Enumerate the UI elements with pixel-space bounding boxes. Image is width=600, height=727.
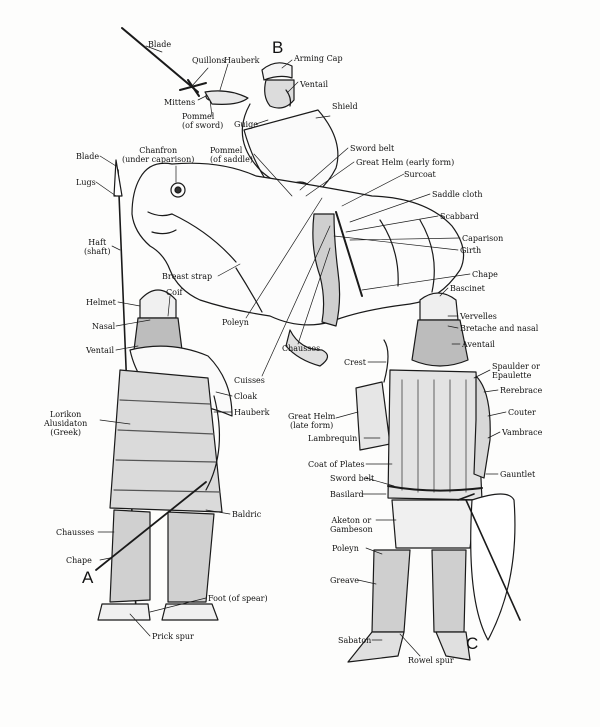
label-c-rowel-spur: Rowel spur [408,656,454,665]
label-c-basilard: Basilard [330,490,364,499]
figure-letter-c: C [466,634,479,653]
label-b-quillons: Quillons [192,56,226,65]
label-b-girth: Girth [460,246,482,255]
label-c-aventail: Aventail [462,340,495,349]
label-a-nasal: Nasal [92,322,116,331]
label-b-breast-strap: Breast strap [162,272,213,281]
label-a-lorikon: Lorikon Alusidaton (Greek) [44,410,88,437]
label-b-cuisses: Cuisses [234,376,265,385]
label-a-foot-of-spear: Foot (of spear) [208,594,268,603]
label-a-helmet: Helmet [86,298,116,307]
label-c-coat-of-plates: Coat of Plates [308,460,365,469]
label-c-rerebrace: Rerebrace [500,386,543,395]
label-a-blade: Blade [76,152,100,161]
label-a-haft: Haft (shaft) [84,238,111,256]
label-b-chausses: Chausses [282,344,321,353]
label-b-guige: Guige [234,120,258,129]
label-a-chausses: Chausses [56,528,95,537]
label-b-hauberk: Hauberk [224,56,260,65]
label-a-hauberk: Hauberk [234,408,270,417]
label-c-great-helm-late: Great Helm (late form) [288,412,336,430]
label-c-poleyn: Poleyn [332,544,359,553]
label-a-chape: Chape [66,556,92,565]
label-c-gauntlet: Gauntlet [500,470,536,479]
label-c-vervelles: Vervelles [460,312,497,321]
label-a-prick-spur: Prick spur [152,632,194,641]
label-c-crest: Crest [344,358,366,367]
label-c-bretache: Bretache and nasal [460,324,539,333]
label-b-saddle-cloth: Saddle cloth [432,190,483,199]
label-b-pommel-sword: Pommel (of sword) [182,112,224,130]
label-b-chanfron: Chanfron (under caparison) [122,146,195,164]
label-b-scabbard: Scabbard [440,212,479,221]
label-c-aketon: Aketon or Gambeson [330,516,373,534]
label-b-chape: Chape [472,270,498,279]
label-b-great-helm-early: Great Helm (early form) [356,158,455,167]
label-a-lugs: Lugs [76,178,96,187]
figure-letter-a: A [82,568,94,587]
label-c-greave: Greave [330,576,359,585]
label-c-lambrequin: Lambrequin [308,434,358,443]
label-c-spaulder: Spaulder or Epaulette [492,362,540,380]
label-b-ventail: Ventail [300,80,329,89]
label-b-shield: Shield [332,102,358,111]
label-b-arming-cap: Arming Cap [294,54,343,63]
label-c-vambrace: Vambrace [502,428,543,437]
label-c-couter: Couter [508,408,536,417]
label-b-surcoat: Surcoat [404,170,436,179]
label-b-mittens: Mittens [164,98,196,107]
label-b-sword-belt: Sword belt [350,144,395,153]
label-b-caparison: Caparison [462,234,504,243]
label-c-bascinet: Bascinet [450,284,485,293]
label-a-coif: Coif [166,288,183,297]
figure-letter-b: B [272,38,284,57]
label-a-ventail: Ventail [86,346,115,355]
label-a-baldric: Baldric [232,510,262,519]
label-b-pommel-saddle: Pommel (of saddle) [210,146,253,164]
label-c-sword-belt: Sword belt [330,474,375,483]
label-b-blade: Blade [148,40,172,49]
label-a-cloak: Cloak [234,392,258,401]
label-c-sabaton: Sabaton [338,636,372,645]
label-b-poleyn: Poleyn [222,318,249,327]
